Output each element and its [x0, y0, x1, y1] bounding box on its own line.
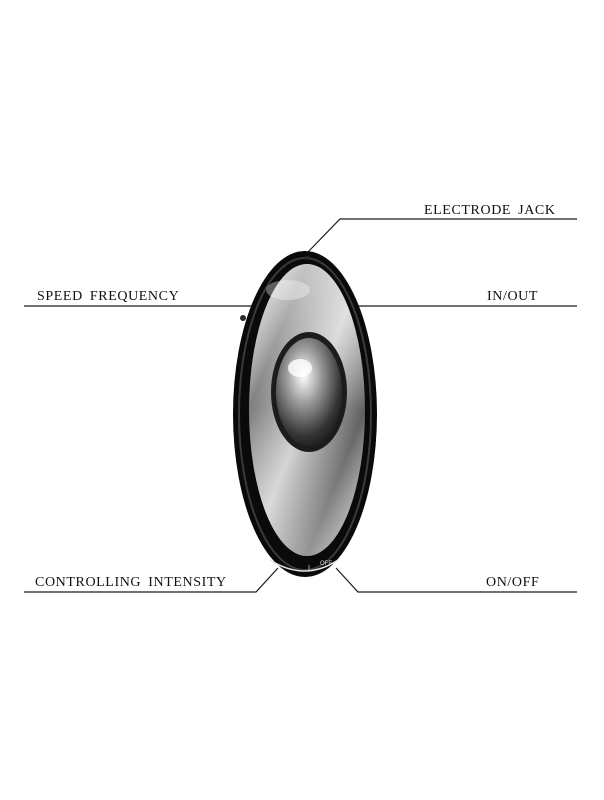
jack-dot-left	[240, 315, 246, 321]
panel-glint	[266, 280, 310, 300]
label-on-off: ON/OFF	[486, 575, 540, 590]
label-electrode-jack: ELECTRODE JACK	[424, 203, 556, 218]
switch-mark-text: I	[308, 565, 310, 572]
center-button	[276, 338, 342, 446]
remote-device: I OFF	[233, 251, 377, 577]
label-in-out: IN/OUT	[487, 289, 539, 304]
label-speed-frequency: SPEED FREQUENCY	[37, 289, 180, 304]
off-text: OFF	[320, 561, 332, 567]
label-controlling-intensity: CONTROLLING INTENSITY	[35, 575, 227, 590]
button-glint	[288, 359, 312, 377]
jack-dot-top	[305, 256, 309, 260]
electrode-jack-leader	[306, 218, 577, 254]
callout-lines	[24, 218, 577, 593]
controlling-intensity-leader	[24, 567, 279, 593]
on-off-leader	[335, 567, 577, 593]
switch-arc	[269, 559, 339, 572]
